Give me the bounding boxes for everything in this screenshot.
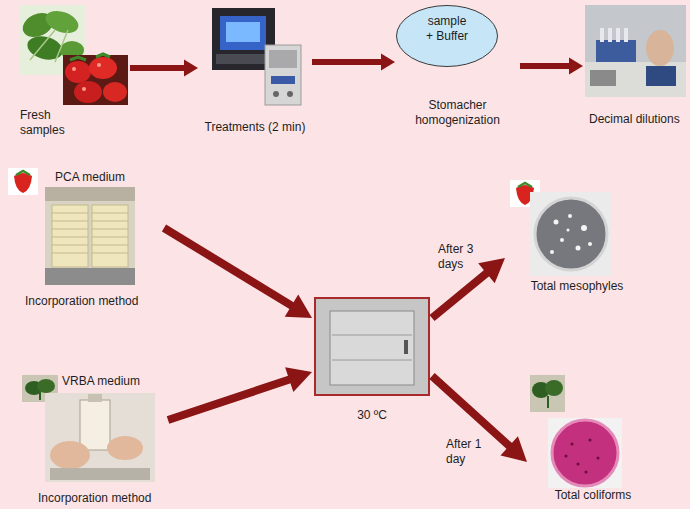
arrow-shaft bbox=[130, 65, 185, 71]
leaf-icon bbox=[530, 375, 565, 412]
text-slot: Total coliforms bbox=[549, 488, 637, 503]
node-label: 30 ºC bbox=[312, 408, 432, 423]
photo-box: Decimal dilutions bbox=[583, 4, 687, 129]
arrow-shaft bbox=[312, 59, 382, 65]
flow-arrow bbox=[164, 228, 312, 318]
plates-photo bbox=[45, 187, 135, 285]
flow-arrow bbox=[168, 367, 312, 420]
text-slot: VRBA medium bbox=[62, 374, 166, 389]
edge-label: After 1 day bbox=[446, 437, 484, 467]
flow-arrow bbox=[312, 54, 395, 71]
node-label: Total mesophyles bbox=[525, 279, 629, 294]
ellipse-shape bbox=[397, 6, 498, 67]
edge-label: After 3 days bbox=[438, 242, 476, 272]
arrow-head bbox=[478, 258, 505, 283]
petri-dish-photo bbox=[548, 418, 622, 488]
text-slot: Total mesophyles bbox=[525, 279, 629, 294]
node-label: Fresh samples bbox=[20, 108, 75, 138]
node-label: Total coliforms bbox=[549, 488, 637, 503]
strawberry-icon bbox=[8, 168, 38, 195]
node-label: sample + Buffer bbox=[425, 14, 469, 44]
arrow-head bbox=[381, 54, 395, 71]
dilution-photo bbox=[585, 5, 686, 97]
arrow-shaft bbox=[520, 63, 570, 69]
text-slot: Treatments (2 min) bbox=[198, 120, 312, 135]
node-label: PCA medium bbox=[55, 170, 160, 185]
incubator-box: 30 ºC bbox=[312, 296, 432, 425]
arrow-shaft bbox=[168, 379, 290, 420]
arrow-shaft bbox=[164, 228, 292, 306]
arrow-head bbox=[285, 367, 312, 392]
text-slot: After 3 days bbox=[438, 242, 476, 272]
text-slot: Incorporation method bbox=[38, 491, 166, 506]
photo-box: VRBA mediumIncorporation method bbox=[18, 370, 168, 508]
photo-box: PCA mediumIncorporation method bbox=[6, 166, 164, 311]
strawberry-photo bbox=[63, 54, 128, 105]
pouring-photo bbox=[45, 393, 155, 482]
arrow-head bbox=[569, 58, 583, 75]
node-label: Incorporation method bbox=[38, 491, 166, 506]
flow-arrow bbox=[520, 58, 583, 75]
photo-box: Treatments (2 min) bbox=[198, 6, 312, 137]
text-slot: PCA medium bbox=[55, 170, 160, 185]
photo-box: Total mesophyles bbox=[505, 178, 633, 296]
petri-dish-photo bbox=[530, 192, 612, 276]
text-slot: Fresh samples bbox=[20, 108, 75, 138]
text-slot: sample + Buffer bbox=[425, 14, 469, 44]
text-slot: After 1 day bbox=[446, 437, 484, 467]
arrow-shaft bbox=[432, 273, 487, 318]
arrow-head bbox=[500, 436, 527, 462]
text-slot: Stomacher homogenization bbox=[395, 98, 520, 128]
node-label: Stomacher homogenization bbox=[395, 98, 520, 128]
arrow-head bbox=[184, 60, 198, 77]
ellipse-node: sample + BufferStomacher homogenization bbox=[395, 4, 520, 130]
text-slot: 30 ºC bbox=[312, 408, 432, 423]
photo-box: Fresh samples bbox=[14, 4, 130, 140]
node-label: Incorporation method bbox=[25, 294, 160, 309]
photo-box: Total coliforms bbox=[527, 374, 639, 505]
node-label: Treatments (2 min) bbox=[198, 120, 312, 135]
node-label: VRBA medium bbox=[62, 374, 166, 389]
text-slot: Incorporation method bbox=[25, 294, 160, 309]
flow-arrow bbox=[130, 60, 198, 77]
arrow-head bbox=[285, 294, 312, 318]
arrow-shaft bbox=[432, 376, 510, 447]
text-slot: Decimal dilutions bbox=[589, 112, 687, 127]
node-label: Decimal dilutions bbox=[589, 112, 687, 127]
ultrasound-bath-photo bbox=[265, 45, 301, 105]
incubator-photo bbox=[315, 298, 429, 395]
